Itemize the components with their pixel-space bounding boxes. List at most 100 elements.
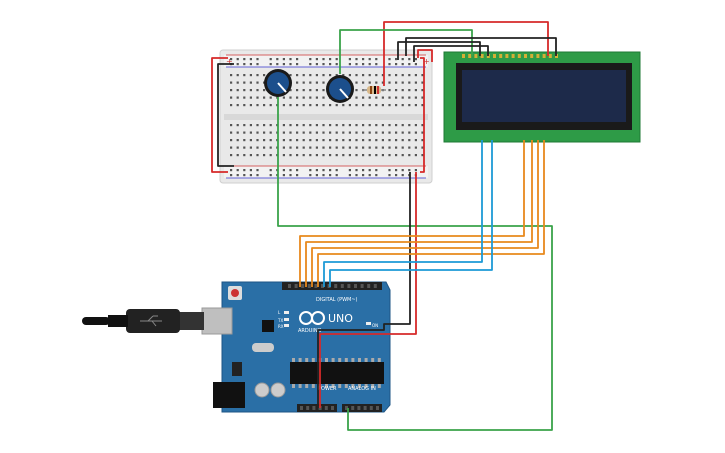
lcd-pin [468, 54, 472, 58]
chip-leg [292, 358, 295, 362]
reset-button-cap[interactable] [231, 289, 239, 297]
breadboard-hole [375, 74, 378, 77]
breadboard-hole [269, 104, 272, 107]
breadboard-hole [342, 124, 345, 127]
breadboard-hole [408, 74, 411, 77]
analog-pin [376, 406, 379, 410]
wire-blue-rs [323, 140, 483, 287]
breadboard-hole [322, 131, 325, 134]
breadboard-hole [408, 146, 411, 149]
breadboard-hole [408, 104, 411, 107]
rail-hole [322, 174, 325, 177]
breadboard-hole [236, 81, 239, 84]
breadboard-hole [309, 131, 312, 134]
usb-cable [82, 307, 233, 335]
breadboard-hole [315, 124, 318, 127]
breadboard-hole [368, 131, 371, 134]
rail-hole [315, 63, 318, 66]
rail-hole [282, 174, 285, 177]
breadboard-hole [230, 124, 233, 127]
breadboard-hole [296, 146, 299, 149]
breadboard-hole [230, 104, 233, 107]
breadboard-hole [322, 139, 325, 142]
rail-plus-label-right: + [423, 57, 430, 66]
chip-leg [358, 358, 361, 362]
l-led-label: L [278, 310, 281, 315]
breadboard-hole [421, 74, 424, 77]
rail-hole [362, 169, 365, 172]
breadboard-hole [421, 124, 424, 127]
potentiometer-left[interactable] [264, 69, 292, 97]
breadboard-hole [256, 96, 259, 99]
analog-pin [351, 406, 355, 410]
breadboard-hole [342, 104, 345, 107]
rail-hole [414, 169, 417, 172]
breadboard-hole [408, 89, 411, 92]
rail-hole [256, 63, 259, 66]
breadboard-hole [322, 96, 325, 99]
breadboard-hole [243, 154, 246, 157]
breadboard-hole [256, 146, 259, 149]
rail-hole [243, 169, 246, 172]
breadboard-hole [296, 139, 299, 142]
digital-pin [347, 284, 351, 288]
rail-hole [249, 58, 252, 61]
breadboard-hole [368, 104, 371, 107]
chip-leg [371, 358, 375, 362]
breadboard-hole [395, 81, 398, 84]
breadboard-hole [289, 124, 292, 127]
breadboard-hole [269, 124, 272, 127]
breadboard-hole [249, 139, 252, 142]
digital-pin [301, 284, 305, 288]
breadboard-hole [329, 131, 332, 134]
breadboard-hole [230, 146, 233, 149]
rail-hole [401, 169, 404, 172]
rail-hole [362, 63, 365, 66]
rail-hole [230, 169, 233, 172]
breadboard-hole [395, 96, 398, 99]
breadboard-hole [342, 131, 345, 134]
breadboard-hole [289, 104, 292, 107]
breadboard-hole [414, 74, 417, 77]
breadboard-hole [236, 131, 239, 134]
rail-hole [355, 174, 358, 177]
lcd-pin [499, 54, 503, 58]
rail-hole [368, 63, 371, 66]
breadboard-hole [322, 74, 325, 77]
usb-chip [262, 320, 274, 332]
breadboard-hole [243, 146, 246, 149]
breadboard-hole [315, 154, 318, 157]
breadboard-hole [375, 124, 378, 127]
breadboard-hole [401, 154, 404, 157]
power-header-label: POWER [318, 386, 337, 392]
breadboard-hole [243, 131, 246, 134]
rail-hole [401, 58, 404, 61]
breadboard-hole [355, 89, 358, 92]
breadboard-hole [315, 89, 318, 92]
breadboard-hole [315, 74, 318, 77]
breadboard-hole [269, 146, 272, 149]
breadboard-hole [269, 154, 272, 157]
breadboard-hole [381, 124, 384, 127]
breadboard-hole [335, 104, 338, 107]
breadboard-hole [421, 89, 424, 92]
rail-hole [335, 58, 338, 61]
breadboard-hole [282, 124, 285, 127]
breadboard-hole [289, 131, 292, 134]
breadboard-hole [263, 104, 266, 107]
digital-header-label: DIGITAL (PWM~) [316, 297, 358, 303]
rail-hole [289, 63, 292, 66]
breadboard-hole [230, 81, 233, 84]
breadboard-hole [263, 131, 266, 134]
breadboard-hole [395, 104, 398, 107]
potentiometer-right[interactable] [326, 75, 354, 103]
breadboard-hole [401, 124, 404, 127]
breadboard-hole [315, 139, 318, 142]
breadboard-hole [408, 154, 411, 157]
power-jack[interactable] [213, 382, 245, 408]
rail-hole [362, 58, 365, 61]
breadboard-hole [401, 81, 404, 84]
breadboard-hole [362, 154, 365, 157]
chip-leg [305, 358, 309, 362]
capacitor-1 [254, 382, 270, 398]
